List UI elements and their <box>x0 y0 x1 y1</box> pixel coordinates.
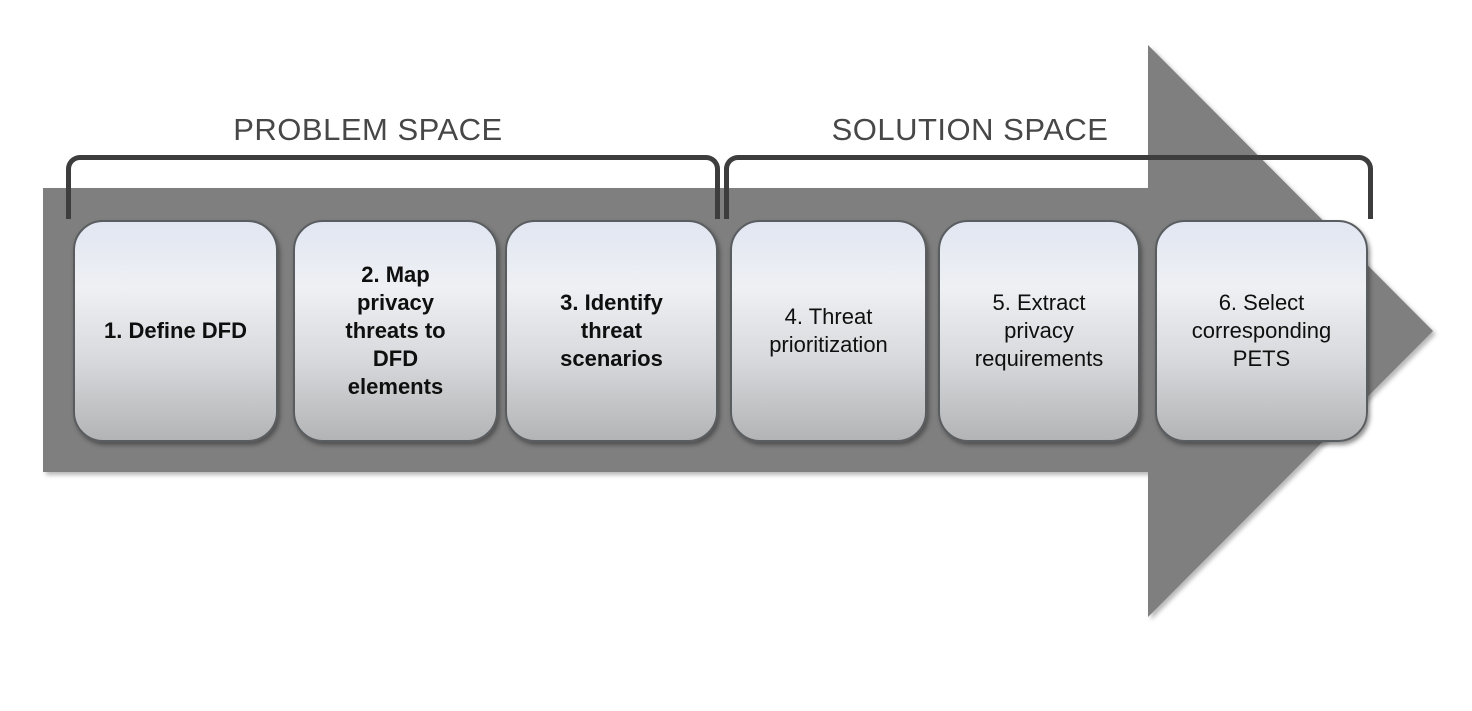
step-box-6: 6. Select corresponding PETS <box>1155 220 1368 442</box>
step-label: 2. Map privacy threats to DFD elements <box>345 261 446 400</box>
step-label: 3. Identify threat scenarios <box>560 289 663 372</box>
step-box-5: 5. Extract privacy requirements <box>938 220 1140 442</box>
problem-space-bracket <box>66 155 720 219</box>
solution-space-label: SOLUTION SPACE <box>831 112 1109 147</box>
step-box-4: 4. Threat prioritization <box>730 220 927 442</box>
step-label: 5. Extract privacy requirements <box>974 289 1104 372</box>
step-box-3: 3. Identify threat scenarios <box>505 220 718 442</box>
step-label: 6. Select corresponding PETS <box>1191 289 1332 372</box>
solution-space-bracket <box>724 155 1373 219</box>
step-box-1: 1. Define DFD <box>73 220 278 442</box>
problem-space-label: PROBLEM SPACE <box>233 112 503 147</box>
step-box-2: 2. Map privacy threats to DFD elements <box>293 220 498 442</box>
step-label: 4. Threat prioritization <box>769 303 888 357</box>
step-label: 1. Define DFD <box>103 317 248 343</box>
